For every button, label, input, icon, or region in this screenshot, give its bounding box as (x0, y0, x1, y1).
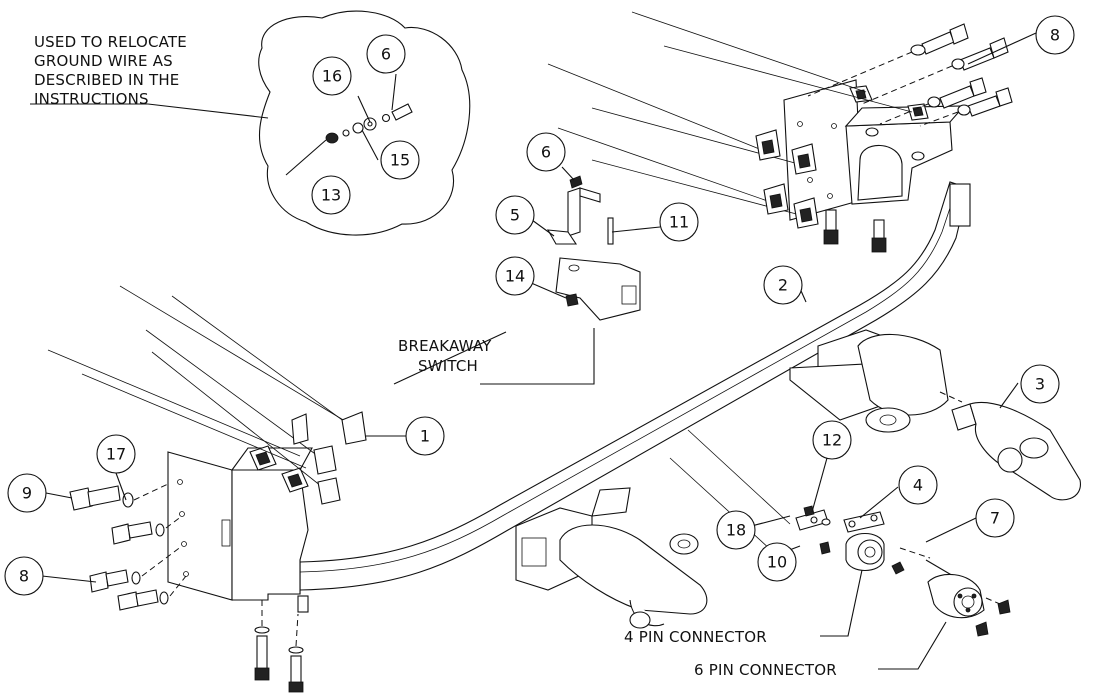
pin4-connector-label: 4 PIN CONNECTOR (624, 628, 767, 646)
breakaway-switch-assembly (546, 175, 641, 321)
right-mounting-bracket (783, 79, 971, 227)
callout-18: 18 (716, 510, 756, 550)
ground-wire-detail (258, 10, 471, 236)
callout-16: 16 (312, 56, 352, 96)
callout-4: 4 (898, 465, 938, 505)
breakaway-note-line-2: SWITCH (418, 357, 478, 375)
callout-6-main: 6 (526, 132, 566, 172)
callout-1: 1 (405, 416, 445, 456)
left-mounting-bracket (167, 445, 313, 613)
drawbar-pin (951, 401, 1081, 501)
svg-text:14: 14 (505, 267, 525, 286)
svg-text:17: 17 (106, 445, 126, 464)
svg-text:12: 12 (822, 431, 842, 450)
callout-15: 15 (380, 140, 420, 180)
svg-text:16: 16 (322, 67, 342, 86)
center-receiver (515, 487, 708, 629)
breakaway-note-line-1: BREAKAWAY (398, 337, 492, 355)
svg-text:10: 10 (767, 553, 787, 572)
left-bolts (69, 483, 304, 693)
svg-text:6: 6 (541, 143, 551, 162)
rear-receiver (789, 329, 963, 433)
callout-12: 12 (812, 420, 852, 460)
left-fish-wires (47, 285, 367, 505)
svg-text:5: 5 (510, 206, 520, 225)
ground-note-line-4: INSTRUCTIONS (34, 90, 149, 108)
callout-7: 7 (975, 498, 1015, 538)
callout-11: 11 (659, 202, 699, 242)
callout-17: 17 (96, 434, 136, 474)
svg-text:6: 6 (381, 45, 391, 64)
right-fish-wires (547, 11, 913, 229)
callout-9: 9 (7, 473, 47, 513)
svg-text:8: 8 (19, 567, 29, 586)
ground-note-line-1: USED TO RELOCATE (34, 33, 187, 51)
svg-text:18: 18 (726, 521, 746, 540)
callouts: 1 2 3 4 5 6 6 7 8 8 9 10 11 12 13 14 15 … (4, 15, 1075, 596)
svg-text:15: 15 (390, 151, 410, 170)
callout-14: 14 (495, 256, 535, 296)
svg-text:1: 1 (420, 427, 430, 446)
callout-2: 2 (763, 265, 803, 305)
electrical-hardware (669, 429, 1011, 637)
callout-13: 13 (311, 175, 351, 215)
ground-note-line-3: DESCRIBED IN THE (34, 71, 180, 89)
right-bolts (807, 23, 1013, 253)
svg-text:11: 11 (669, 213, 689, 232)
svg-text:7: 7 (990, 509, 1000, 528)
callout-5: 5 (495, 195, 535, 235)
svg-text:9: 9 (22, 484, 32, 503)
svg-text:2: 2 (778, 276, 788, 295)
svg-text:13: 13 (321, 186, 341, 205)
callout-3: 3 (1020, 364, 1060, 404)
callout-8-left: 8 (4, 556, 44, 596)
pin6-connector-label: 6 PIN CONNECTOR (694, 661, 837, 679)
ground-wire-note: USED TO RELOCATE GROUND WIRE AS DESCRIBE… (34, 33, 187, 108)
svg-text:3: 3 (1035, 375, 1045, 394)
breakaway-note: BREAKAWAY SWITCH (398, 337, 492, 375)
callout-6-detail: 6 (366, 34, 406, 74)
svg-text:8: 8 (1050, 26, 1060, 45)
ground-note-line-2: GROUND WIRE AS (34, 52, 173, 70)
callout-8-top: 8 (1035, 15, 1075, 55)
callout-10: 10 (757, 542, 797, 582)
svg-text:4: 4 (913, 476, 923, 495)
